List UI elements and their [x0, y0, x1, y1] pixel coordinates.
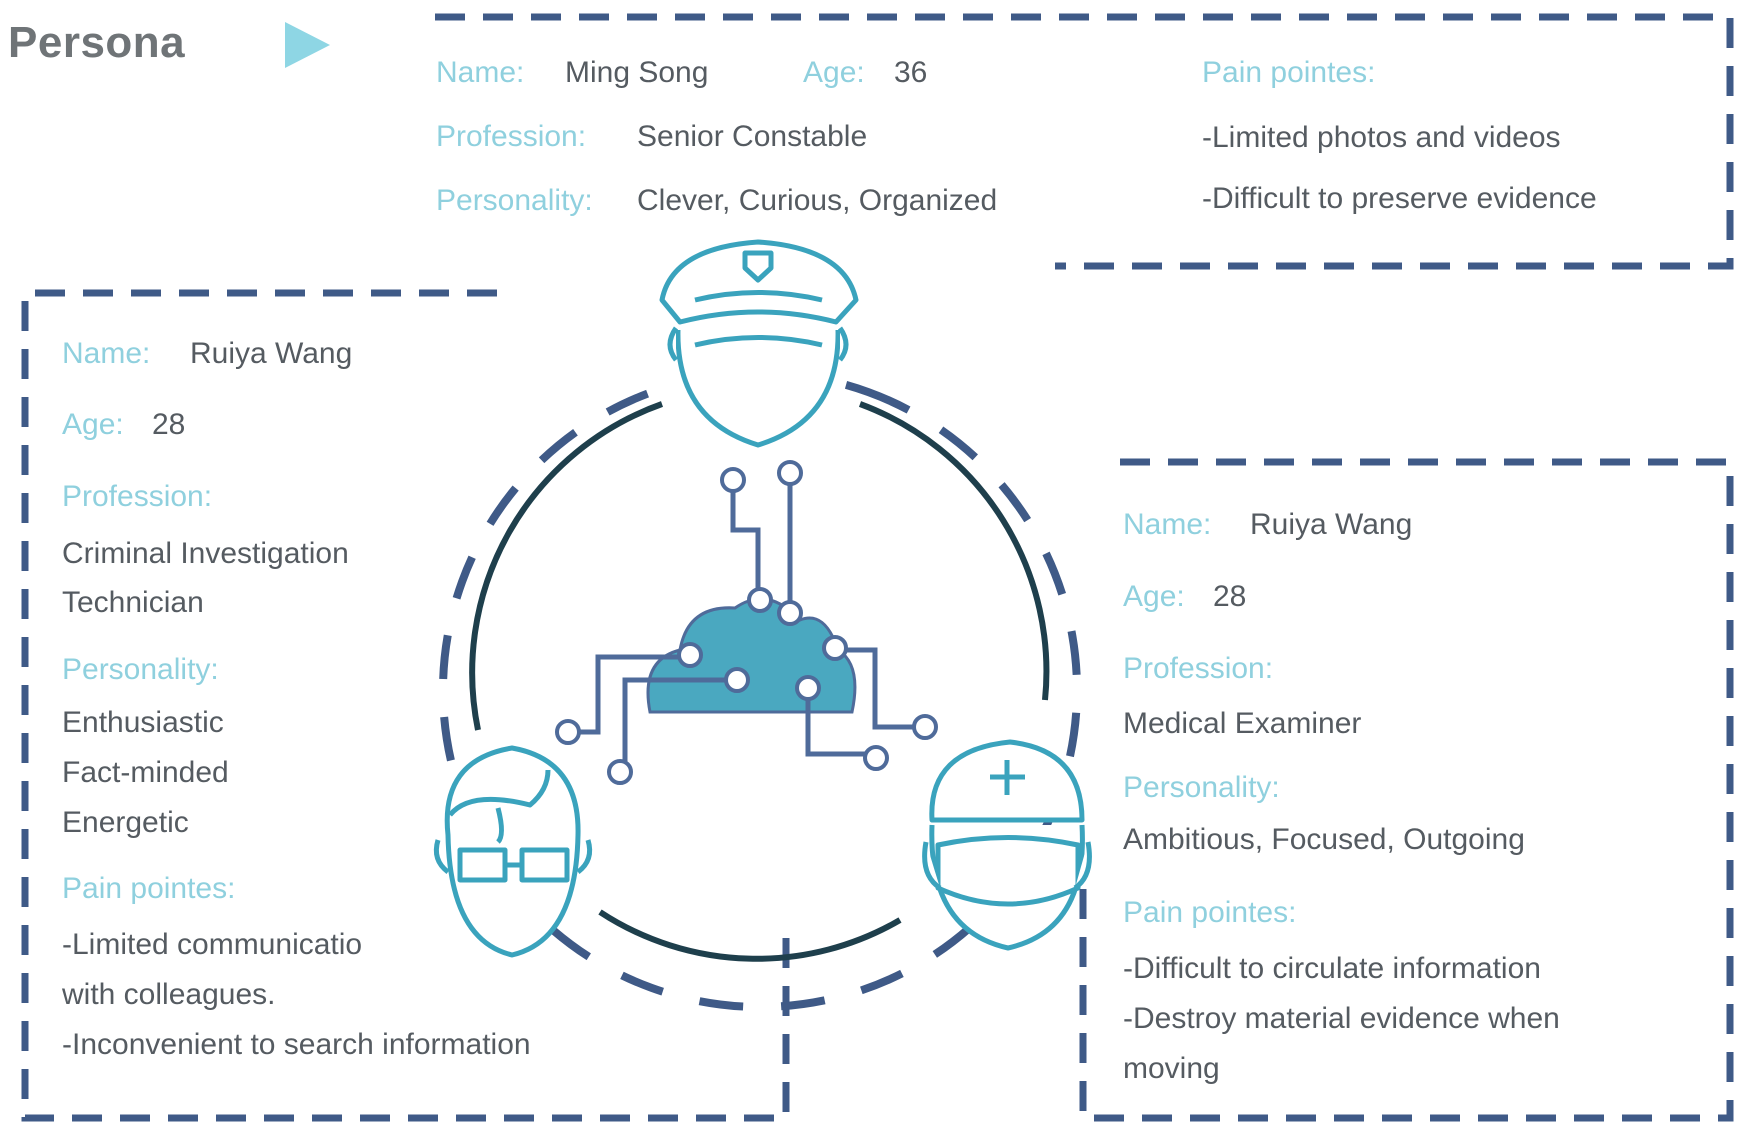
police-officer-icon	[659, 239, 859, 448]
profession-value: Senior Constable	[637, 120, 868, 153]
personality-value: Ambitious, Focused, Outgoing	[1123, 823, 1525, 856]
pain-item: -Difficult to circulate information	[1123, 952, 1541, 985]
medical-examiner-icon	[922, 739, 1092, 951]
inner-ring-right-arc	[858, 401, 1050, 701]
age-value: 28	[152, 408, 186, 441]
personality-item: Energetic	[62, 806, 189, 839]
age-value: 28	[1213, 580, 1247, 613]
top-box-border	[435, 13, 1734, 270]
profession-label: Profession:	[1123, 652, 1274, 685]
page-title: Persona	[8, 18, 186, 67]
inner-ring-left-arc	[469, 401, 664, 731]
profession-value: Medical Examiner	[1123, 707, 1362, 740]
pain-item: -Destroy material evidence when	[1123, 1002, 1560, 1035]
pain-item: -Limited photos and videos	[1202, 121, 1561, 154]
pain-item: moving	[1123, 1052, 1220, 1085]
profession-label: Profession:	[62, 480, 213, 513]
technician-with-glasses-icon	[433, 745, 593, 958]
pain-item: -Difficult to preserve evidence	[1202, 182, 1597, 215]
left-box-border	[21, 289, 790, 1122]
play-arrow-icon	[285, 22, 330, 68]
pain-item: -Limited communicatio	[62, 928, 363, 961]
age-label: Age:	[62, 408, 124, 441]
name-value: Ming Song	[565, 56, 709, 89]
cloud-network-icon	[555, 460, 938, 785]
personality-label: Personality:	[436, 184, 593, 217]
name-value: Ruiya Wang	[1250, 508, 1413, 541]
personality-item: Enthusiastic	[62, 706, 224, 739]
profession-label: Profession:	[436, 120, 587, 153]
name-label: Name:	[436, 56, 525, 89]
personality-label: Personality:	[62, 653, 219, 686]
profession-line: Criminal Investigation	[62, 537, 349, 570]
name-label: Name:	[1123, 508, 1212, 541]
pain-item: with colleagues.	[62, 978, 276, 1011]
name-label: Name:	[62, 337, 151, 370]
age-label: Age:	[1123, 580, 1185, 613]
age-value: 36	[894, 56, 928, 89]
profession-line: Technician	[62, 586, 204, 619]
inner-ring-bottom-arc	[598, 909, 902, 962]
name-value: Ruiya Wang	[190, 337, 353, 370]
pain-label: Pain pointes:	[1202, 56, 1376, 89]
personality-item: Fact-minded	[62, 756, 229, 789]
pain-item: -Inconvenient to search information	[62, 1028, 531, 1061]
pain-label: Pain pointes:	[62, 872, 236, 905]
right-box-border	[1079, 458, 1734, 1122]
age-label: Age:	[803, 56, 865, 89]
personality-value: Clever, Curious, Organized	[637, 184, 998, 217]
personality-label: Personality:	[1123, 771, 1280, 804]
pain-label: Pain pointes:	[1123, 896, 1297, 929]
